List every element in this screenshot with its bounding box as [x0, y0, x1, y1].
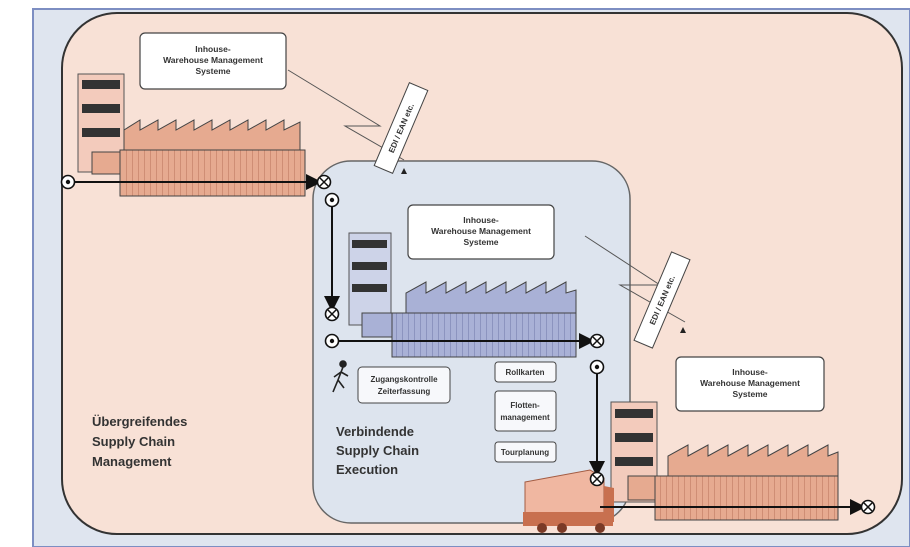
wms-box-2-line-3: Systeme [464, 237, 499, 247]
flow-node-x-2 [326, 308, 339, 321]
flotten-line-1: Flotten- [510, 401, 540, 410]
wms-box-1: Inhouse- Warehouse Management Systeme [140, 33, 286, 89]
wms-box-1-line-1: Inhouse- [195, 44, 231, 54]
truck-wheel-rear [595, 523, 605, 533]
factory-3-hall [655, 476, 838, 520]
function-box-zugangskontrolle: Zugangskontrolle Zeiterfassung [358, 367, 450, 403]
scm-label-line-1: Übergreifendes [92, 414, 187, 429]
sce-label-line-3: Execution [336, 462, 398, 477]
flow-node-dot-1 [326, 194, 339, 207]
rollkarten-label: Rollkarten [505, 368, 544, 377]
wms-box-1-line-2: Warehouse Management [163, 55, 263, 65]
wms-box-3-line-2: Warehouse Management [700, 378, 800, 388]
truck-cab [604, 486, 614, 522]
flow-node-x-end [862, 501, 875, 514]
factory-1-windows [82, 80, 120, 137]
factory-2-windows [352, 240, 387, 292]
wms-box-1-line-3: Systeme [196, 66, 231, 76]
flow-node-x-3 [591, 335, 604, 348]
truck-wheel-middle [557, 523, 567, 533]
wms-box-2-line-2: Warehouse Management [431, 226, 531, 236]
tourplanung-label: Tourplanung [501, 448, 549, 457]
wms-box-3: Inhouse- Warehouse Management Systeme [676, 357, 824, 411]
flow-node-dot-2 [326, 335, 339, 348]
flotten-line-2: management [500, 413, 550, 422]
wms-box-2-line-1: Inhouse- [463, 215, 499, 225]
zugang-line-2: Zeiterfassung [378, 387, 431, 396]
factory-1-hall [120, 150, 305, 196]
scm-label-line-3: Management [92, 454, 172, 469]
scm-label-line-2: Supply Chain [92, 434, 175, 449]
wms-box-2: Inhouse- Warehouse Management Systeme [408, 205, 554, 259]
factory-3-windows [615, 409, 653, 466]
flow-node-x-4 [591, 473, 604, 486]
function-box-tourplanung: Tourplanung [495, 442, 556, 462]
function-box-flottenmanagement: Flotten- management [495, 391, 556, 431]
zugang-line-1: Zugangskontrolle [370, 375, 438, 384]
factory-2-hall [392, 313, 576, 357]
function-box-rollkarten: Rollkarten [495, 362, 556, 382]
flow-node-x-1 [318, 176, 331, 189]
flow-node-start [62, 176, 75, 189]
flow-node-dot-3 [591, 361, 604, 374]
wms-box-3-line-1: Inhouse- [732, 367, 768, 377]
sce-label-line-2: Supply Chain [336, 443, 419, 458]
truck-wheel-front [537, 523, 547, 533]
wms-box-3-line-3: Systeme [733, 389, 768, 399]
sce-label-line-1: Verbindende [336, 424, 414, 439]
